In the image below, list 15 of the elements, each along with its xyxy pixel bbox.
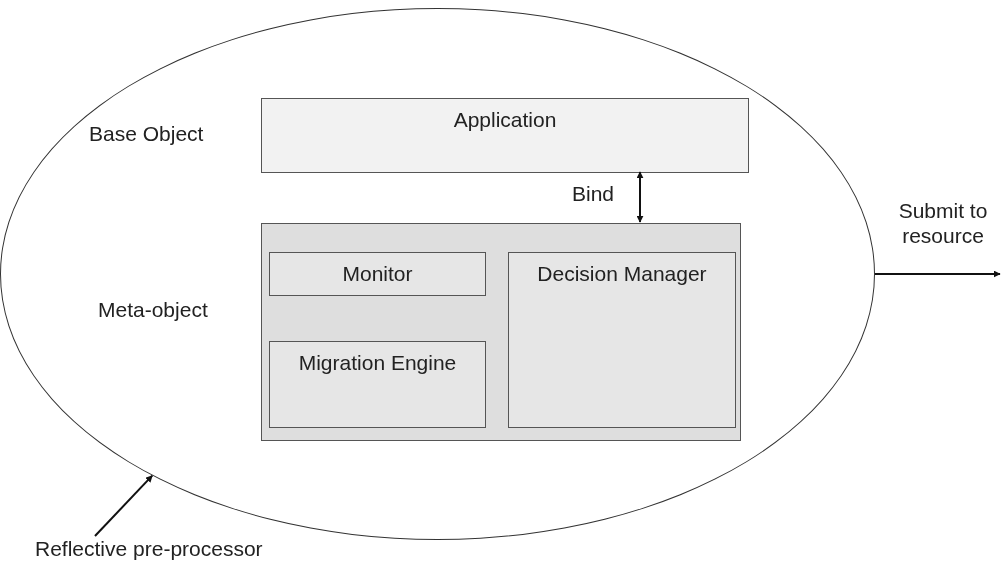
box-label: Decision Manager xyxy=(536,261,708,287)
process-box xyxy=(508,252,736,428)
arrow xyxy=(636,171,644,223)
box-label: Monitor xyxy=(341,261,414,287)
box-label: Migration Engine xyxy=(297,350,458,376)
container-box xyxy=(261,223,741,441)
annotation-text: Reflective pre-processor xyxy=(35,536,335,566)
side-label: Meta-object xyxy=(98,297,208,323)
leader-arrow xyxy=(94,474,154,537)
arrow xyxy=(874,270,1001,278)
box-label: Application xyxy=(452,107,558,133)
side-label: Base Object xyxy=(89,121,204,147)
process-box xyxy=(261,98,749,173)
process-box xyxy=(269,252,486,296)
process-box xyxy=(269,341,486,428)
